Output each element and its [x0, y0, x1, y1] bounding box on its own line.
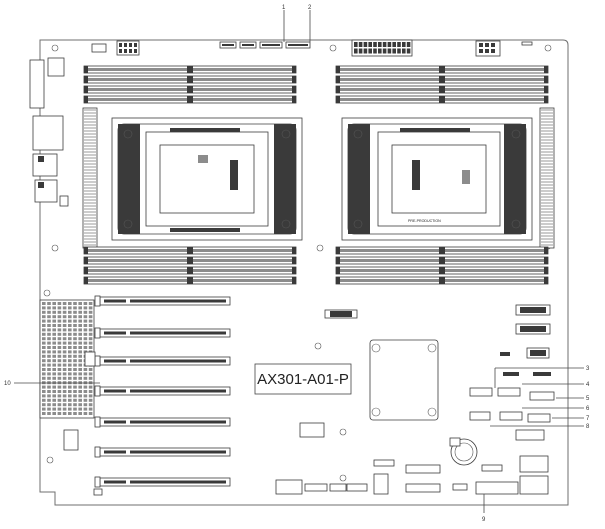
dimm-slot [83, 276, 297, 285]
pcie-slot [94, 446, 231, 458]
dimm-slot [83, 85, 297, 94]
dimm-slot [83, 246, 297, 255]
cpu-socket-right: PRE-PRODUCTION [341, 117, 533, 241]
model-label: AX301-A01-P [257, 371, 349, 388]
rear-io [29, 57, 69, 207]
pcie-slot [94, 385, 231, 397]
dimm-slot [335, 75, 549, 84]
dimm-slot [335, 95, 549, 104]
small-header-top-right [521, 41, 533, 46]
chipset-heatsink [369, 339, 439, 421]
dimm-slot [335, 266, 549, 275]
pcie-slot [94, 327, 231, 339]
callout-7: 7 [586, 416, 590, 422]
callout-numbers: 1 2 3 4 5 6 7 8 9 10 [4, 5, 590, 523]
pcie-slot [94, 416, 231, 428]
dimm-slot [335, 85, 549, 94]
dimm-slot [83, 65, 297, 74]
aux-power-connector [475, 40, 501, 57]
dimm-slot [335, 256, 549, 265]
callout-6: 6 [586, 406, 590, 412]
socket-marking-text: PRE-PRODUCTION [408, 219, 441, 223]
callout-2: 2 [308, 5, 312, 11]
cpu-socket-left [111, 117, 303, 241]
vrm-heatsink-right [539, 107, 555, 249]
callout-8: 8 [586, 424, 590, 430]
dimm-slot [83, 256, 297, 265]
battery-holder-left [63, 429, 79, 451]
top-headers [219, 41, 311, 49]
pcie-slot [94, 295, 231, 307]
model-label-box: AX301-A01-P [254, 363, 352, 395]
dimm-slot [335, 65, 549, 74]
callout-10: 10 [4, 381, 11, 387]
pcie-slot [94, 476, 231, 488]
bottom-connectors [93, 455, 549, 496]
pcie-slot [94, 355, 231, 367]
dimm-slots [83, 65, 549, 285]
callout-1: 1 [282, 5, 286, 11]
dimm-slot [335, 246, 549, 255]
atx-power-connector [351, 39, 413, 57]
dimm-slot [83, 95, 297, 104]
callout-leaders [14, 10, 584, 513]
callout-4: 4 [586, 382, 590, 388]
cmos-battery [449, 437, 478, 466]
dimm-slot [83, 266, 297, 275]
top-left-connectors [91, 40, 140, 56]
pcie-slots [94, 295, 231, 488]
vrm-heatsink-left [82, 107, 98, 249]
callout-5: 5 [586, 396, 590, 402]
dimm-slot [83, 75, 297, 84]
callout-3: 3 [586, 366, 590, 372]
chip [299, 422, 325, 438]
dense-connector-block [39, 299, 95, 419]
right-connectors [469, 304, 555, 441]
dimm-slot [335, 276, 549, 285]
small-component [84, 351, 96, 367]
callout-9: 9 [482, 517, 486, 523]
